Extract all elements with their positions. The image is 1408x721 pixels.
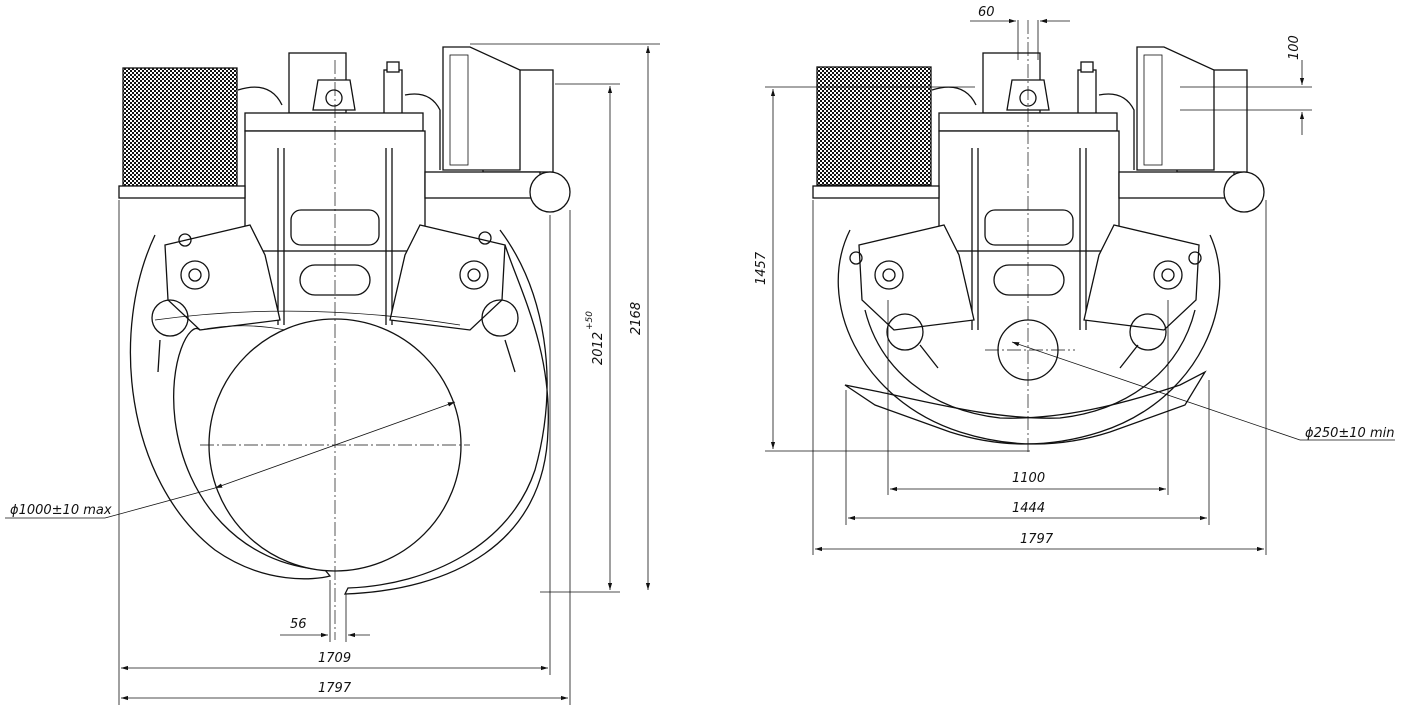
dim-2012-tolerance: +50 [585,311,595,330]
dim-2168: 2168 [629,302,644,335]
top-plate [244,112,424,132]
dim-diameter-min: ϕ250±10 min [1305,426,1394,441]
dim-56: 56 [290,617,307,632]
left-view: 56 1709 1797 ϕ1000±10 max 2012 +50 2168 [5,43,660,705]
hose-roll [529,171,571,213]
dim-1797-left: 1797 [318,681,352,696]
valve-bracket [442,46,521,171]
radiator-block [122,67,238,187]
dim-diameter-max: ϕ1000±10 max [10,503,112,518]
radiator-block-right [816,66,932,186]
dim-1444: 1444 [1012,501,1045,516]
dim-1100: 1100 [1012,471,1045,486]
dim-100: 100 [1287,35,1302,60]
left-tong [129,234,332,580]
dim-1457: 1457 [754,251,769,285]
dim-60: 60 [978,5,995,20]
dim-1709: 1709 [318,651,351,666]
dim-2012: 2012 [591,332,606,365]
right-view: 60 100 1457 1100 1444 1797 ϕ250±10 min [754,5,1395,555]
right-tong [343,229,549,595]
dim-1797-right: 1797 [1020,532,1054,547]
